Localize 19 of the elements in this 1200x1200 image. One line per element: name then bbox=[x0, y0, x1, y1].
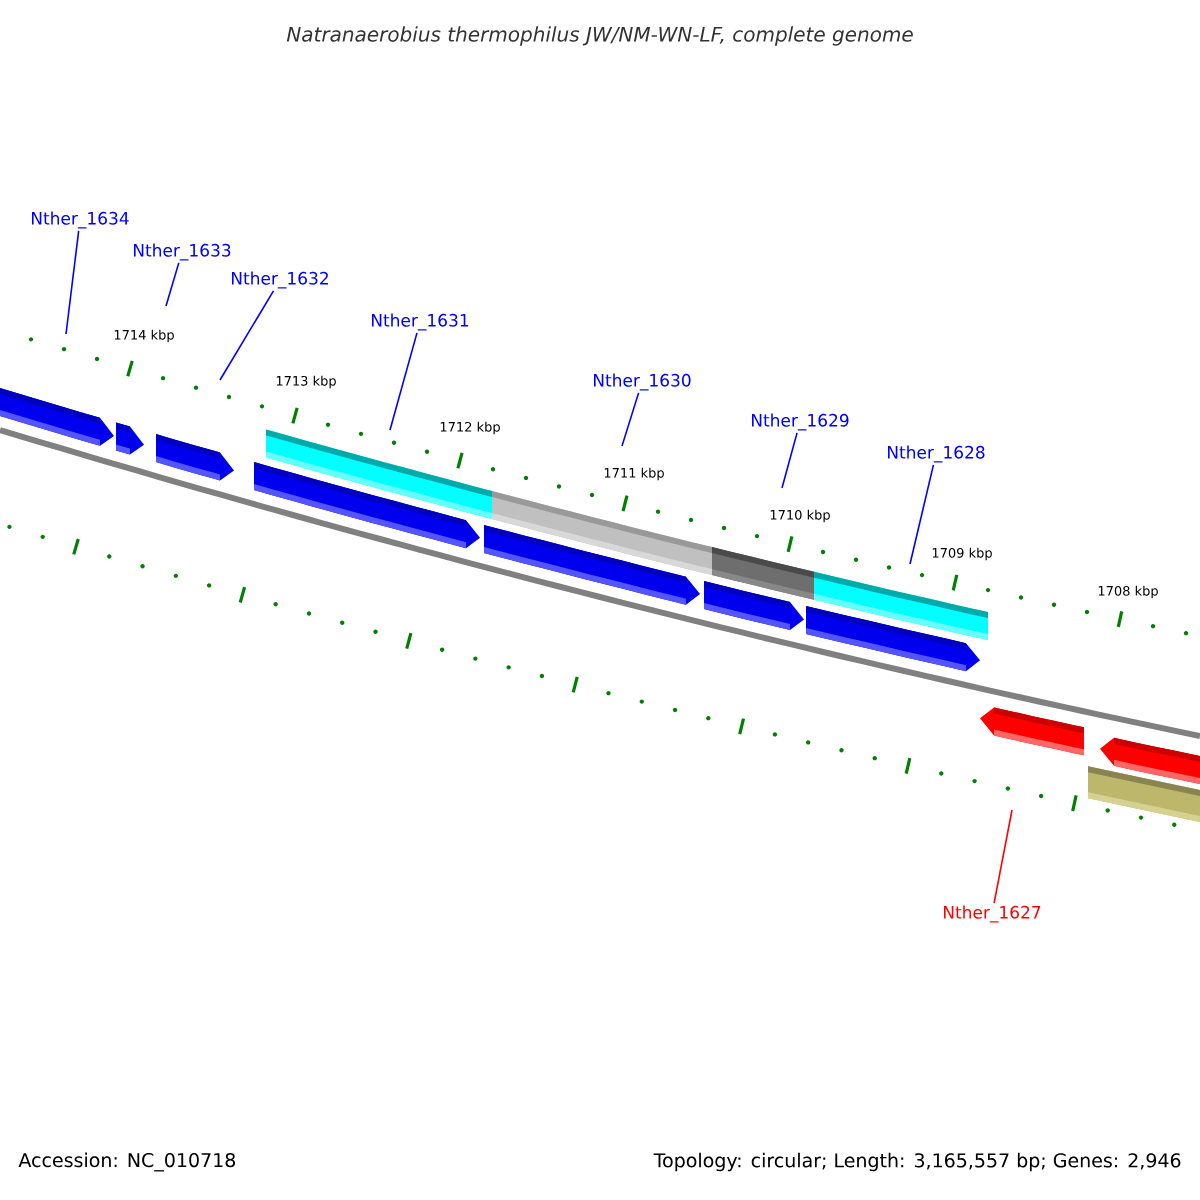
title: Natranaerobius thermophilus JW/NM-WN-LF, complete genome bbox=[286, 26, 913, 46]
footer-text: Accession: NC_010718 bbox=[18, 1152, 236, 1172]
leader-line bbox=[909, 464, 935, 565]
gene-label: Nther_1627 bbox=[944, 905, 1041, 923]
gene-label: Nther_1632 bbox=[232, 271, 328, 289]
gene-label: Nther_1630 bbox=[594, 373, 691, 391]
gene-label: Nther_1629 bbox=[752, 413, 849, 431]
leader-line bbox=[993, 809, 1013, 904]
leader-line bbox=[389, 332, 418, 431]
gene-label: Nther_1633 bbox=[134, 243, 231, 261]
leader-line bbox=[65, 230, 80, 335]
leader-line bbox=[219, 290, 275, 381]
footer-text: Topology: circular; Length: 3,165,557 bp; Genes: 2,946 bbox=[653, 1152, 1181, 1172]
gene-label: Nther_1634 bbox=[32, 211, 129, 229]
leader-line bbox=[781, 432, 798, 489]
gene-label: Nther_1631 bbox=[372, 313, 469, 331]
leader-line bbox=[165, 262, 180, 307]
gene-label: Nther_1628 bbox=[888, 445, 985, 463]
leader-line bbox=[621, 392, 640, 447]
